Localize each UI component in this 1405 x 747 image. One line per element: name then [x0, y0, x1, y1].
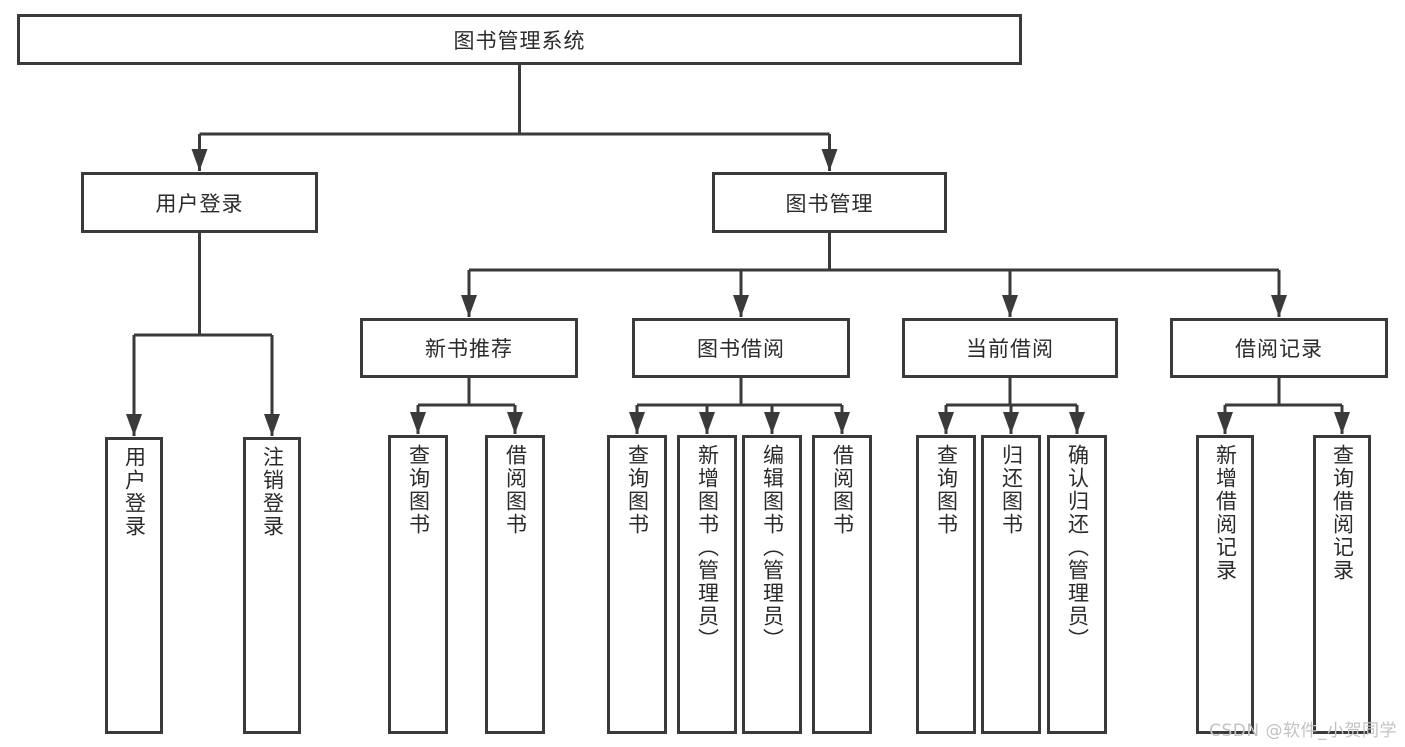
node-leaf-logout-login-label: 注销登录 [260, 446, 285, 538]
arrow-head-icon [938, 412, 954, 434]
node-leaf-return-book-label: 归还图书 [999, 444, 1024, 536]
arrow-head-icon [1002, 295, 1018, 317]
node-leaf-borrow-book-2[interactable]: 借阅图书 [812, 435, 872, 734]
node-leaf-confirm-return-label: 确认归还（管理员） [1065, 444, 1090, 651]
arrow-head-icon [507, 412, 523, 434]
arrow-head-icon [1069, 412, 1085, 434]
node-leaf-add-record[interactable]: 新增借阅记录 [1196, 435, 1254, 734]
arrow-head-icon [1217, 412, 1233, 434]
node-borrow-record[interactable]: 借阅记录 [1170, 318, 1388, 378]
arrow-head-icon [410, 412, 426, 434]
node-leaf-query-book-2[interactable]: 查询图书 [607, 435, 667, 734]
node-leaf-query-book-3[interactable]: 查询图书 [916, 435, 976, 734]
node-new-book-recommend[interactable]: 新书推荐 [360, 318, 578, 378]
arrow-head-icon [629, 412, 645, 434]
arrow-head-icon [834, 412, 850, 434]
node-borrow-record-label: 借阅记录 [1235, 337, 1323, 361]
node-leaf-borrow-book-1[interactable]: 借阅图书 [485, 435, 545, 734]
arrow-head-icon [733, 295, 749, 317]
arrow-head-icon [764, 412, 780, 434]
node-current-borrow[interactable]: 当前借阅 [902, 318, 1118, 378]
node-book-borrow-label: 图书借阅 [697, 337, 785, 361]
node-leaf-borrow-book-1-label: 借阅图书 [503, 444, 528, 536]
node-leaf-confirm-return[interactable]: 确认归还（管理员） [1047, 435, 1107, 734]
node-leaf-add-book-label: 新增图书（管理员） [695, 444, 720, 651]
arrow-head-icon [1003, 412, 1019, 434]
node-leaf-query-book-1[interactable]: 查询图书 [388, 435, 448, 734]
node-book-manage-label: 图书管理 [785, 191, 874, 216]
watermark-text: CSDN @软件_小贺同学 [1209, 721, 1397, 741]
node-user-login-label: 用户登录 [155, 191, 244, 216]
arrow-head-icon [264, 414, 280, 436]
arrow-head-icon [699, 412, 715, 434]
node-leaf-query-book-2-label: 查询图书 [625, 444, 650, 536]
node-leaf-logout-login[interactable]: 注销登录 [243, 437, 301, 734]
arrow-head-icon [461, 295, 477, 317]
node-leaf-borrow-book-2-label: 借阅图书 [830, 444, 855, 536]
node-leaf-query-record[interactable]: 查询借阅记录 [1313, 435, 1371, 734]
node-root-label: 图书管理系统 [453, 28, 586, 53]
node-leaf-edit-book[interactable]: 编辑图书（管理员） [742, 435, 802, 734]
node-new-book-recommend-label: 新书推荐 [425, 337, 513, 361]
arrow-head-icon [191, 149, 208, 171]
node-book-borrow[interactable]: 图书借阅 [632, 318, 850, 378]
arrow-head-icon [126, 414, 142, 436]
node-leaf-edit-book-label: 编辑图书（管理员） [760, 444, 785, 651]
arrow-head-icon [821, 149, 838, 171]
node-leaf-query-book-1-label: 查询图书 [406, 444, 431, 536]
node-root[interactable]: 图书管理系统 [17, 14, 1022, 65]
node-leaf-return-book[interactable]: 归还图书 [981, 435, 1041, 734]
node-leaf-add-book[interactable]: 新增图书（管理员） [677, 435, 737, 734]
node-leaf-query-book-3-label: 查询图书 [934, 444, 959, 536]
arrow-head-icon [1334, 412, 1350, 434]
node-leaf-user-login-label: 用户登录 [122, 446, 147, 538]
node-user-login[interactable]: 用户登录 [81, 172, 318, 233]
node-book-manage[interactable]: 图书管理 [712, 172, 947, 233]
connector-layer [126, 65, 1350, 436]
node-leaf-query-record-label: 查询借阅记录 [1330, 444, 1355, 582]
node-leaf-user-login[interactable]: 用户登录 [105, 437, 163, 734]
node-current-borrow-label: 当前借阅 [966, 337, 1054, 361]
node-leaf-add-record-label: 新增借阅记录 [1213, 444, 1238, 582]
arrow-head-icon [1271, 295, 1287, 317]
